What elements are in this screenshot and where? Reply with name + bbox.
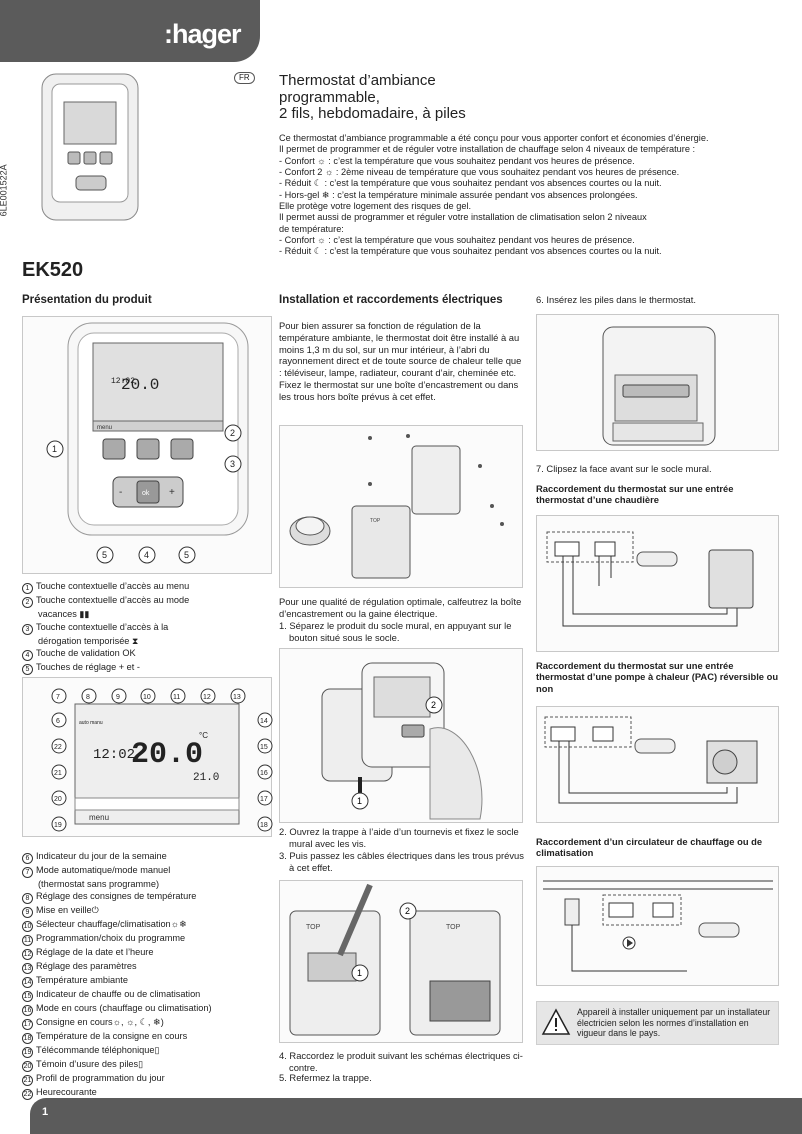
svg-text:TOP: TOP [306, 924, 321, 931]
svg-text:6: 6 [56, 718, 60, 725]
warning-icon [541, 1008, 571, 1035]
pac-diagram [536, 706, 779, 823]
svg-text:3: 3 [230, 459, 235, 469]
svg-text:2: 2 [405, 906, 410, 916]
page-number: 1 [42, 1106, 49, 1118]
svg-text:1: 1 [357, 796, 362, 806]
brand-logo: :hager [164, 19, 242, 49]
seal-note: Pour une qualité de régulation optimale,… [279, 596, 522, 619]
step-5: 5. Refermez la trappe. [279, 1072, 372, 1083]
installer-warning: Appareil à installer uniquement par un i… [536, 1001, 779, 1045]
document-code: 6LE001522A [0, 164, 9, 217]
header-bar [0, 0, 260, 62]
wiring-figure: TOP TOP 1 2 [279, 880, 523, 1043]
svg-text:12:02: 12:02 [93, 747, 135, 763]
svg-text:20.0: 20.0 [121, 376, 159, 394]
step-2: 2. Ouvrez la trappe à l’aide d’un tourne… [279, 826, 519, 849]
svg-text:12: 12 [203, 694, 211, 701]
svg-text:ok: ok [142, 490, 150, 497]
svg-text:+: + [169, 487, 175, 498]
svg-text:10: 10 [143, 694, 151, 701]
svg-text:16: 16 [260, 770, 268, 777]
display-figure: 20.0 12:02 21.0 °C auto manu menu 7 8 9 … [22, 677, 273, 837]
pac-heading: Raccordement du thermostat sur une entré… [536, 660, 779, 694]
product-thumbnail [41, 73, 139, 221]
separation-figure: 1 2 [279, 648, 523, 823]
svg-text:auto manu: auto manu [79, 720, 103, 726]
svg-text:18: 18 [260, 822, 268, 829]
boiler-diagram [536, 515, 779, 652]
svg-text:20: 20 [54, 796, 62, 803]
svg-text:TOP: TOP [446, 924, 461, 931]
svg-text:13: 13 [233, 694, 241, 701]
svg-text:19: 19 [54, 822, 62, 829]
svg-text:8: 8 [86, 694, 90, 701]
svg-text:11: 11 [173, 694, 180, 701]
svg-text:1: 1 [52, 444, 57, 454]
svg-text:12:02: 12:02 [111, 377, 135, 386]
step-1: 1. Séparez le produit du socle mural, en… [279, 620, 512, 643]
svg-text:menu: menu [89, 813, 109, 822]
battery-figure [536, 314, 779, 451]
svg-text:4: 4 [144, 550, 149, 560]
step-3: 3. Puis passez les câbles électriques da… [279, 850, 524, 873]
svg-text:2: 2 [431, 700, 436, 710]
svg-text:15: 15 [260, 744, 268, 751]
intro-text: Ce thermostat d’ambiance programmable a … [279, 133, 709, 257]
svg-text:°C: °C [199, 731, 208, 740]
svg-text:22: 22 [54, 744, 62, 751]
mounting-figure: TOP [279, 425, 523, 588]
svg-text:17: 17 [260, 796, 268, 803]
step-6: 6. Insérez les piles dans le thermostat. [536, 294, 696, 305]
circulator-heading: Raccordement d’un circulateur de chauffa… [536, 836, 763, 859]
svg-text:21.0: 21.0 [193, 772, 219, 784]
step-7: 7. Clipsez la face avant sur le socle mu… [536, 463, 712, 474]
svg-text:1: 1 [357, 968, 362, 978]
installation-heading: Installation et raccordements électrique… [279, 294, 503, 306]
warning-text: Appareil à installer uniquement par un i… [577, 1007, 771, 1039]
svg-text:14: 14 [260, 718, 268, 725]
boiler-heading: Raccordement du thermostat sur une entré… [536, 483, 734, 506]
language-badge: FR [234, 72, 255, 84]
svg-text:menu: menu [97, 425, 112, 431]
step-4: 4. Raccordez le produit suivant les sché… [279, 1050, 523, 1073]
svg-text:9: 9 [116, 694, 120, 701]
svg-text:5: 5 [184, 550, 189, 560]
svg-text:20.0: 20.0 [131, 738, 203, 772]
presentation-heading: Présentation du produit [22, 294, 152, 306]
svg-text:2: 2 [230, 428, 235, 438]
footer-bar: 1 [30, 1098, 802, 1134]
product-figure: 20.0 12:02 menu ok - + 1 2 3 5 4 5 [22, 316, 272, 574]
svg-text:21: 21 [54, 770, 62, 777]
svg-text:-: - [119, 487, 122, 498]
svg-text:5: 5 [102, 550, 107, 560]
circulator-diagram [536, 866, 779, 986]
installation-intro: Pour bien assurer sa fonction de régulat… [279, 320, 522, 402]
svg-text:7: 7 [56, 694, 60, 701]
svg-text:TOP: TOP [370, 518, 381, 524]
model-name: EK520 [22, 259, 84, 281]
